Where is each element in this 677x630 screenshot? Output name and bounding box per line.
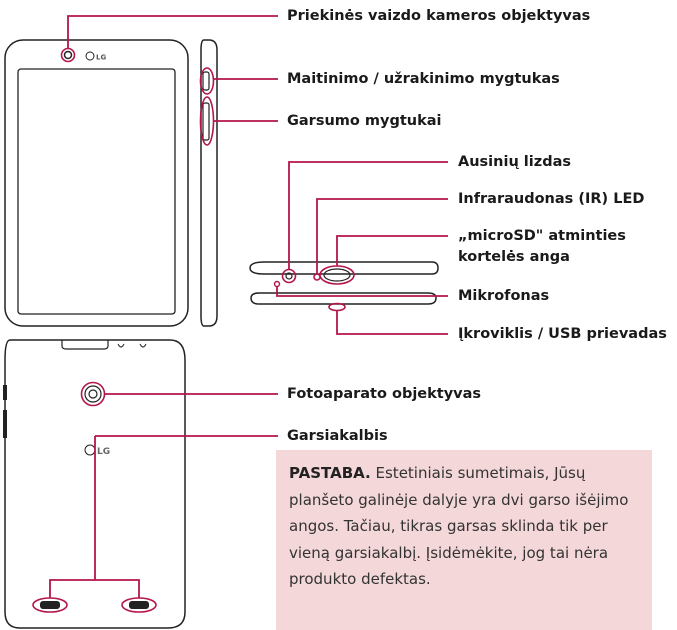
label-microphone: Mikrofonas: [458, 288, 550, 304]
tablet-front-screen: [17, 68, 176, 315]
ir-led-highlight: [313, 273, 321, 281]
speaker-left-grille: [40, 601, 60, 609]
back-top-notch: [61, 340, 109, 350]
tablet-back-body: [4, 339, 186, 629]
tablet-front-view: [4, 39, 189, 327]
note-box: PASTABA. Estetiniais sumetimais, Jūsų pl…: [276, 450, 652, 630]
power-button: [202, 71, 210, 91]
callout-line-usb: [336, 311, 448, 335]
callout-lines: [49, 15, 448, 598]
callout-line-headset: [288, 161, 448, 270]
tablet-bottom-edge-body: [250, 292, 437, 305]
callout-line-speaker-branch: [49, 436, 140, 598]
tablet-side-view: [199, 39, 218, 327]
back-lg-logo-icon: [84, 444, 96, 456]
front-lg-logo-icon: [85, 51, 95, 61]
rear-camera-lens: [84, 385, 102, 403]
tablet-bottom-edge-view: [250, 292, 437, 312]
speaker-right-grille: [129, 601, 149, 609]
label-microsd-line2: kortelės anga: [458, 249, 570, 265]
label-ir-led: Infraraudonas (IR) LED: [458, 191, 645, 207]
label-headset: Ausinių lizdas: [458, 154, 571, 170]
note-heading: PASTABA.: [289, 464, 371, 482]
volume-buttons-highlight: [199, 96, 215, 146]
tablet-front-body: [4, 39, 189, 327]
power-button-highlight: [199, 67, 215, 95]
label-speaker: Garsiakalbis: [287, 428, 388, 444]
usb-port-highlight: [328, 302, 346, 312]
back-top-mark: [117, 343, 125, 348]
tablet-top-edge-body: [249, 261, 439, 275]
volume-buttons: [202, 102, 210, 141]
tablet-top-edge-view: [249, 261, 439, 288]
callout-line-ir-led: [316, 198, 448, 274]
callout-line-microsd: [336, 235, 448, 266]
label-front-camera: Priekinės vaizdo kameros objektyvas: [287, 8, 591, 24]
label-charger-usb: Įkroviklis / USB prievadas: [458, 326, 667, 342]
front-camera-lens: [63, 50, 73, 60]
back-top-mark-2: [139, 343, 147, 348]
label-volume: Garsumo mygtukai: [287, 113, 442, 129]
microphone-highlight: [273, 280, 281, 288]
label-microsd-line1: „microSD" atminties: [458, 228, 626, 244]
front-camera-highlight: [60, 47, 76, 63]
note-body: Estetiniais sumetimais, Jūsų planšeto ga…: [289, 464, 629, 588]
back-lg-logo-text: LG: [97, 447, 110, 457]
label-power-lock: Maitinimo / užrakinimo mygtukas: [287, 71, 560, 87]
tablet-back-view: [3, 339, 186, 629]
rear-camera-highlight: [80, 381, 106, 407]
headset-jack-highlight: [281, 268, 297, 284]
callout-line-microphone: [276, 287, 448, 297]
callout-line-front-camera: [67, 15, 278, 48]
microsd-slot: [323, 268, 351, 282]
headset-jack-port: [285, 272, 293, 280]
rear-camera-lens-inner: [88, 389, 98, 399]
label-rear-camera: Fotoaparato objektyvas: [287, 386, 482, 402]
front-lg-logo-text: LG: [96, 54, 106, 62]
tablet-side-body: [200, 39, 218, 327]
